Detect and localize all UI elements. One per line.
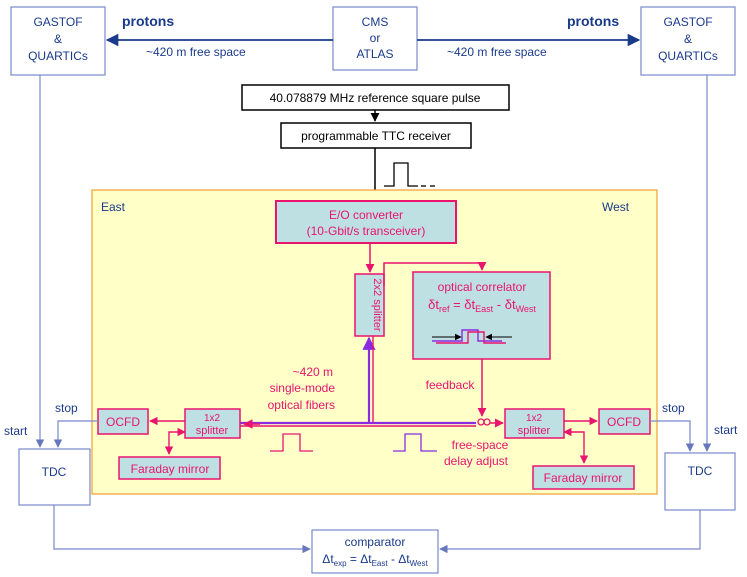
eo-converter-box xyxy=(275,200,457,244)
right-stop-line xyxy=(650,420,695,452)
left-detector-line1: GASTOF xyxy=(33,15,82,29)
right-start-label: start xyxy=(714,423,738,437)
center-detector-box xyxy=(332,6,418,71)
left-detector-box xyxy=(10,6,106,76)
right-detector-line3: QUARTICs xyxy=(658,49,718,63)
eo-converter-line2: (10-Gbit/s transceiver) xyxy=(307,224,426,238)
right-faraday-box xyxy=(532,465,635,490)
left-tdc-to-comparator xyxy=(53,505,311,554)
west-pulse-waveform xyxy=(393,433,437,452)
right-detector-line2: & xyxy=(684,32,692,46)
reference-pulse-label: 40.078879 MHz reference square pulse xyxy=(270,91,481,105)
center-detector-line1: CMS xyxy=(362,15,389,29)
left-splitter-to-faraday xyxy=(164,427,186,455)
left-ocfd-box xyxy=(97,408,149,435)
eo-converter-line1: E/O converter xyxy=(329,208,403,222)
fibers-line2: single-mode xyxy=(270,381,336,395)
correlator-formula: δtref = δtEast - δtWest xyxy=(428,297,536,314)
right-detector-line1: GASTOF xyxy=(663,15,712,29)
left-start-label: start xyxy=(4,424,28,438)
right-splitter-to-faraday xyxy=(563,427,589,464)
splitter-to-correlator-line xyxy=(383,261,487,286)
center-detector-line2: or xyxy=(370,31,381,45)
right-faraday-label: Faraday mirror xyxy=(544,471,623,485)
left-ocfd-label: OCFD xyxy=(106,415,140,429)
fibers-line3: optical fibers xyxy=(268,398,335,412)
right-splitter-line2: splitter xyxy=(518,425,551,437)
left-splitter-line2: splitter xyxy=(196,425,229,437)
right-tdc-label: TDC xyxy=(688,464,713,478)
left-splitter-box xyxy=(184,408,241,439)
right-tdc-box xyxy=(664,452,736,511)
comparator-formula: Δtexp = ΔtEast - ΔtWest xyxy=(322,552,428,568)
delay-line2: delay adjust xyxy=(444,454,509,468)
splitter-2x2-box xyxy=(354,273,385,337)
free-space-left-label: ~420 m free space xyxy=(146,45,246,59)
east-label: East xyxy=(101,200,126,214)
protons-left-label: protons xyxy=(122,13,174,29)
ttc-receiver-box xyxy=(280,122,472,149)
protons-right-label: protons xyxy=(567,13,619,29)
right-splitter-box xyxy=(504,408,565,439)
right-stop-label: stop xyxy=(662,401,685,415)
east-pulse-waveform xyxy=(270,433,313,452)
left-faraday-box xyxy=(118,456,221,480)
fibers-line1: ~420 m xyxy=(293,365,333,379)
right-detector-box xyxy=(640,6,736,76)
left-detector-line2: & xyxy=(54,32,62,46)
delay-line1: free-space xyxy=(452,438,509,452)
comparator-title: comparator xyxy=(345,535,406,549)
left-splitter-line1: 1x2 xyxy=(204,413,221,424)
right-splitter-line1: 1x2 xyxy=(526,413,543,424)
west-label: West xyxy=(602,200,630,214)
left-tdc-label: TDC xyxy=(42,465,67,479)
right-ocfd-label: OCFD xyxy=(607,415,641,429)
reference-pulse-box xyxy=(241,84,510,111)
left-stop-label: stop xyxy=(55,401,78,415)
left-stop-line xyxy=(53,420,98,448)
right-tdc-to-comparator xyxy=(439,510,701,554)
ttc-receiver-label: programmable TTC receiver xyxy=(301,129,451,143)
free-space-right-label: ~420 m free space xyxy=(447,45,547,59)
clock-pulse-waveform xyxy=(384,162,418,187)
comparator-box xyxy=(311,529,439,574)
feedback-label: feedback xyxy=(426,378,476,392)
center-detector-line3: ATLAS xyxy=(356,47,393,61)
splitter-2x2-label: 2x2 splitter xyxy=(371,278,383,332)
left-faraday-label: Faraday mirror xyxy=(131,462,210,476)
correlator-title: optical correlator xyxy=(438,280,527,294)
left-tdc-box xyxy=(18,448,91,506)
correlator-pulse-icon xyxy=(432,329,512,344)
left-detector-line3: QUARTICs xyxy=(28,49,88,63)
delay-lens-2 xyxy=(483,418,491,426)
